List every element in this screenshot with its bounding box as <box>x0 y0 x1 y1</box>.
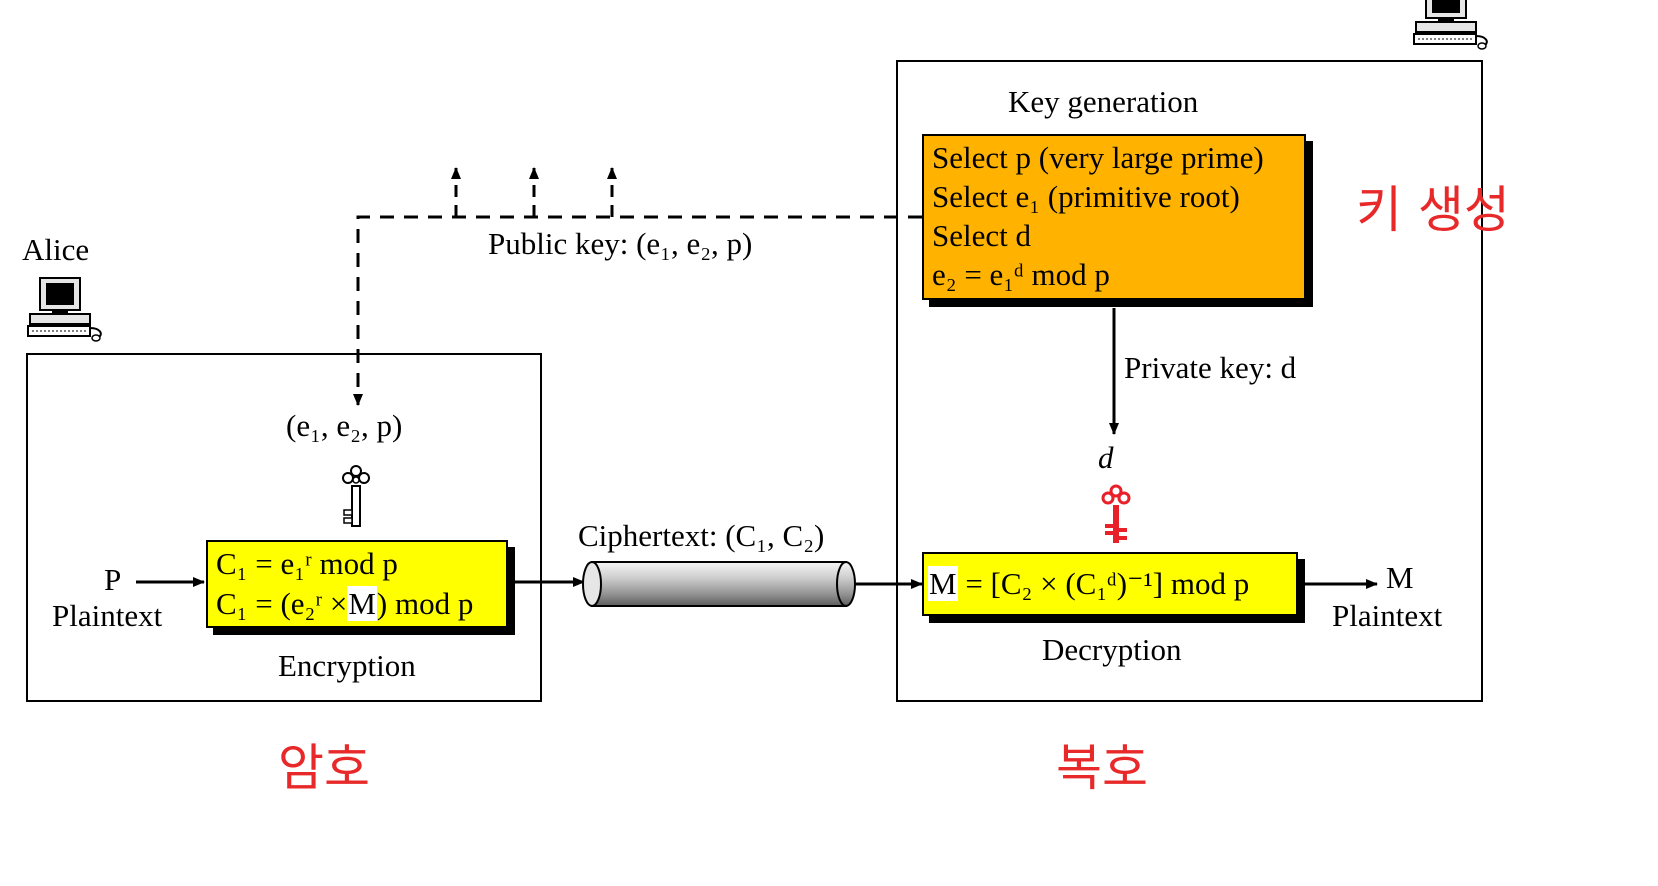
decryption-formula-rest: = [C₂ × (C₁ᵈ)⁻¹] mod p <box>965 566 1250 601</box>
encryption-formula-box: C₁ = e₁ʳ mod p C₁ = (e₂ʳ ×M) mod p <box>206 540 508 628</box>
decryption-formula-box: M = [C₂ × (C₁ᵈ)⁻¹] mod p <box>922 552 1298 616</box>
formula-c2-suffix: ) mod p <box>376 586 474 621</box>
encryption-korean-label: 암호 <box>278 739 370 797</box>
private-key-symbol: d <box>1098 440 1114 475</box>
key-generation-box: Select p (very large prime) Select e₁ (p… <box>922 134 1306 300</box>
public-key-icon <box>342 465 370 527</box>
ciphertext-label: Ciphertext: (C₁, C₂) <box>578 518 825 553</box>
public-key-dashed-line <box>353 215 922 406</box>
alice-label: Alice <box>22 232 90 267</box>
formula-c2: C₁ = (e₂ʳ ×M) mod p <box>216 586 473 622</box>
decryption-formula-message: M <box>928 566 958 601</box>
private-key-label: Private key: d <box>1124 350 1297 385</box>
private-key-icon <box>1101 484 1131 543</box>
bob-computer-icon <box>1413 0 1488 50</box>
decryption-label: Decryption <box>1042 632 1182 667</box>
encryption-label: Encryption <box>278 648 416 683</box>
encryption-frame <box>26 353 542 702</box>
decryption-korean-label: 복호 <box>1056 739 1148 797</box>
keygen-line-3: Select d <box>932 218 1031 253</box>
input-plaintext-label: Plaintext <box>52 598 163 633</box>
keygen-line-4: e₂ = e₁ᵈ mod p <box>932 257 1110 292</box>
public-key-label: Public key: (e₁, e₂, p) <box>488 226 753 261</box>
alice-computer-icon <box>27 277 102 342</box>
key-generation-title: Key generation <box>1008 84 1199 119</box>
formula-c2-prefix: C₁ = (e₂ʳ × <box>216 586 348 621</box>
key-tuple-label: (e₁, e₂, p) <box>286 408 403 443</box>
keygen-line-1: Select p (very large prime) <box>932 140 1264 175</box>
formula-c2-message: M <box>347 586 377 621</box>
keygen-line-2: Select e₁ (primitive root) <box>932 179 1240 214</box>
output-letter: M <box>1386 560 1414 595</box>
key-generation-korean-label: 키 생성 <box>1356 181 1510 239</box>
ciphertext-pipe <box>582 561 856 607</box>
input-letter: P <box>104 562 122 597</box>
decryption-formula: M = [C₂ × (C₁ᵈ)⁻¹] mod p <box>928 566 1249 602</box>
formula-c1: C₁ = e₁ʳ mod p <box>216 546 398 581</box>
output-plaintext-label: Plaintext <box>1332 598 1443 633</box>
